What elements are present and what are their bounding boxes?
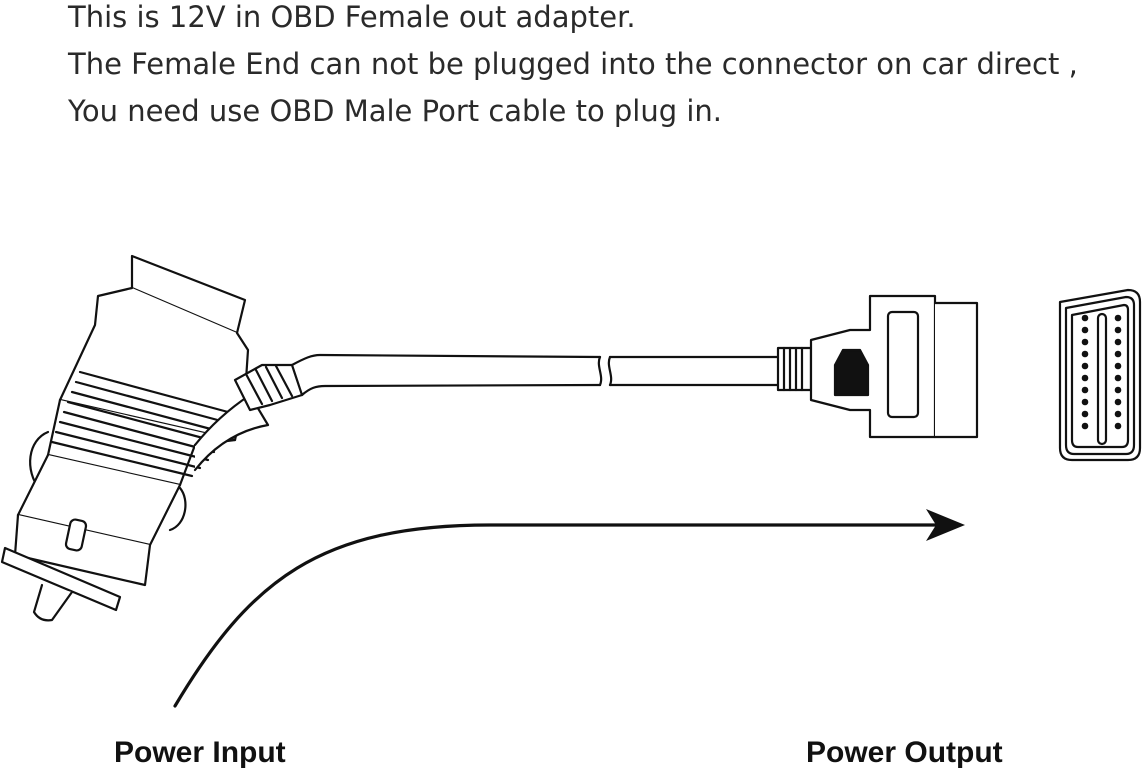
cable: [290, 353, 780, 397]
power-output-label: Power Output: [806, 736, 1003, 769]
obd-port-face-icon: [1058, 288, 1142, 462]
obd-female-connector-icon: [776, 294, 979, 439]
intro-line-2: The Female End can not be plugged into t…: [68, 47, 1078, 81]
intro-text: This is 12V in OBD Female out adapter. T…: [68, 0, 1128, 135]
power-input-label: Power Input: [114, 736, 286, 769]
intro-line-3: You need use OBD Male Port cable to plug…: [68, 94, 723, 128]
cigarette-lighter-plug-icon: [0, 254, 304, 622]
power-flow-arrow-icon: [173, 509, 965, 708]
intro-line-1: This is 12V in OBD Female out adapter.: [68, 0, 636, 34]
